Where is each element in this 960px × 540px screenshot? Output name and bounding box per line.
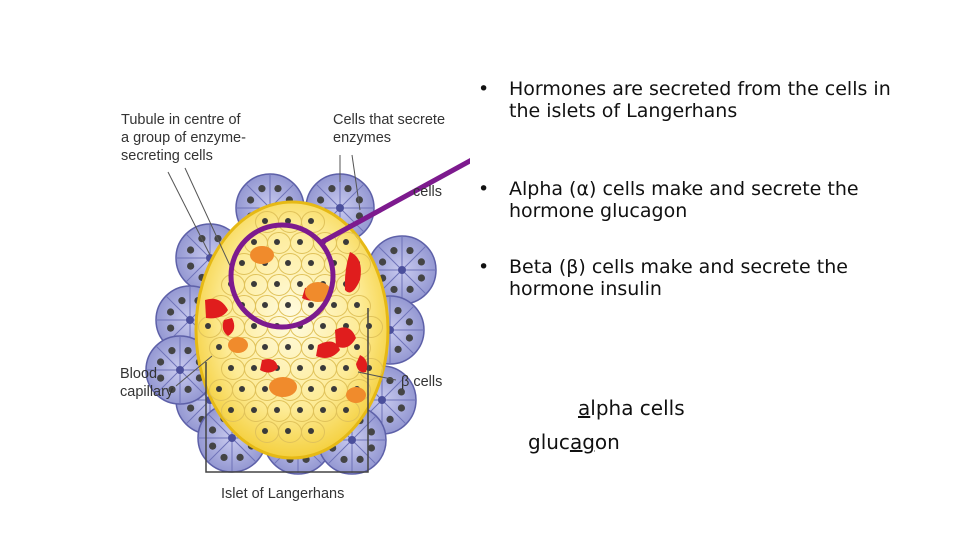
note-glucagon: glucagon	[528, 430, 620, 454]
islet-label: Islet of Langerhans	[221, 486, 344, 502]
capillary	[260, 359, 278, 373]
capillary	[356, 355, 368, 373]
bullet-item-hormones: Hormones are secreted from the cells in …	[478, 78, 909, 122]
capillary	[344, 252, 361, 293]
capillary	[316, 341, 340, 358]
leader-lines	[167, 154, 397, 387]
capillary	[335, 327, 356, 348]
beta-cells-label: β cells	[401, 374, 442, 390]
capillary	[205, 298, 228, 319]
alpha-cells-label: cells	[413, 184, 442, 200]
bullet-item-beta: Beta (β) cells make and secrete the horm…	[478, 256, 909, 300]
capillary	[222, 318, 235, 336]
alpha-cell-highlights	[228, 246, 366, 403]
acinar-cluster	[367, 235, 437, 305]
bullet-item-alpha: Alpha (α) cells make and secrete the hor…	[478, 178, 909, 222]
alpha-cell-pointer	[228, 157, 470, 330]
note-alpha-cells: alpha cells	[578, 396, 685, 420]
islet-bracket	[205, 308, 369, 473]
